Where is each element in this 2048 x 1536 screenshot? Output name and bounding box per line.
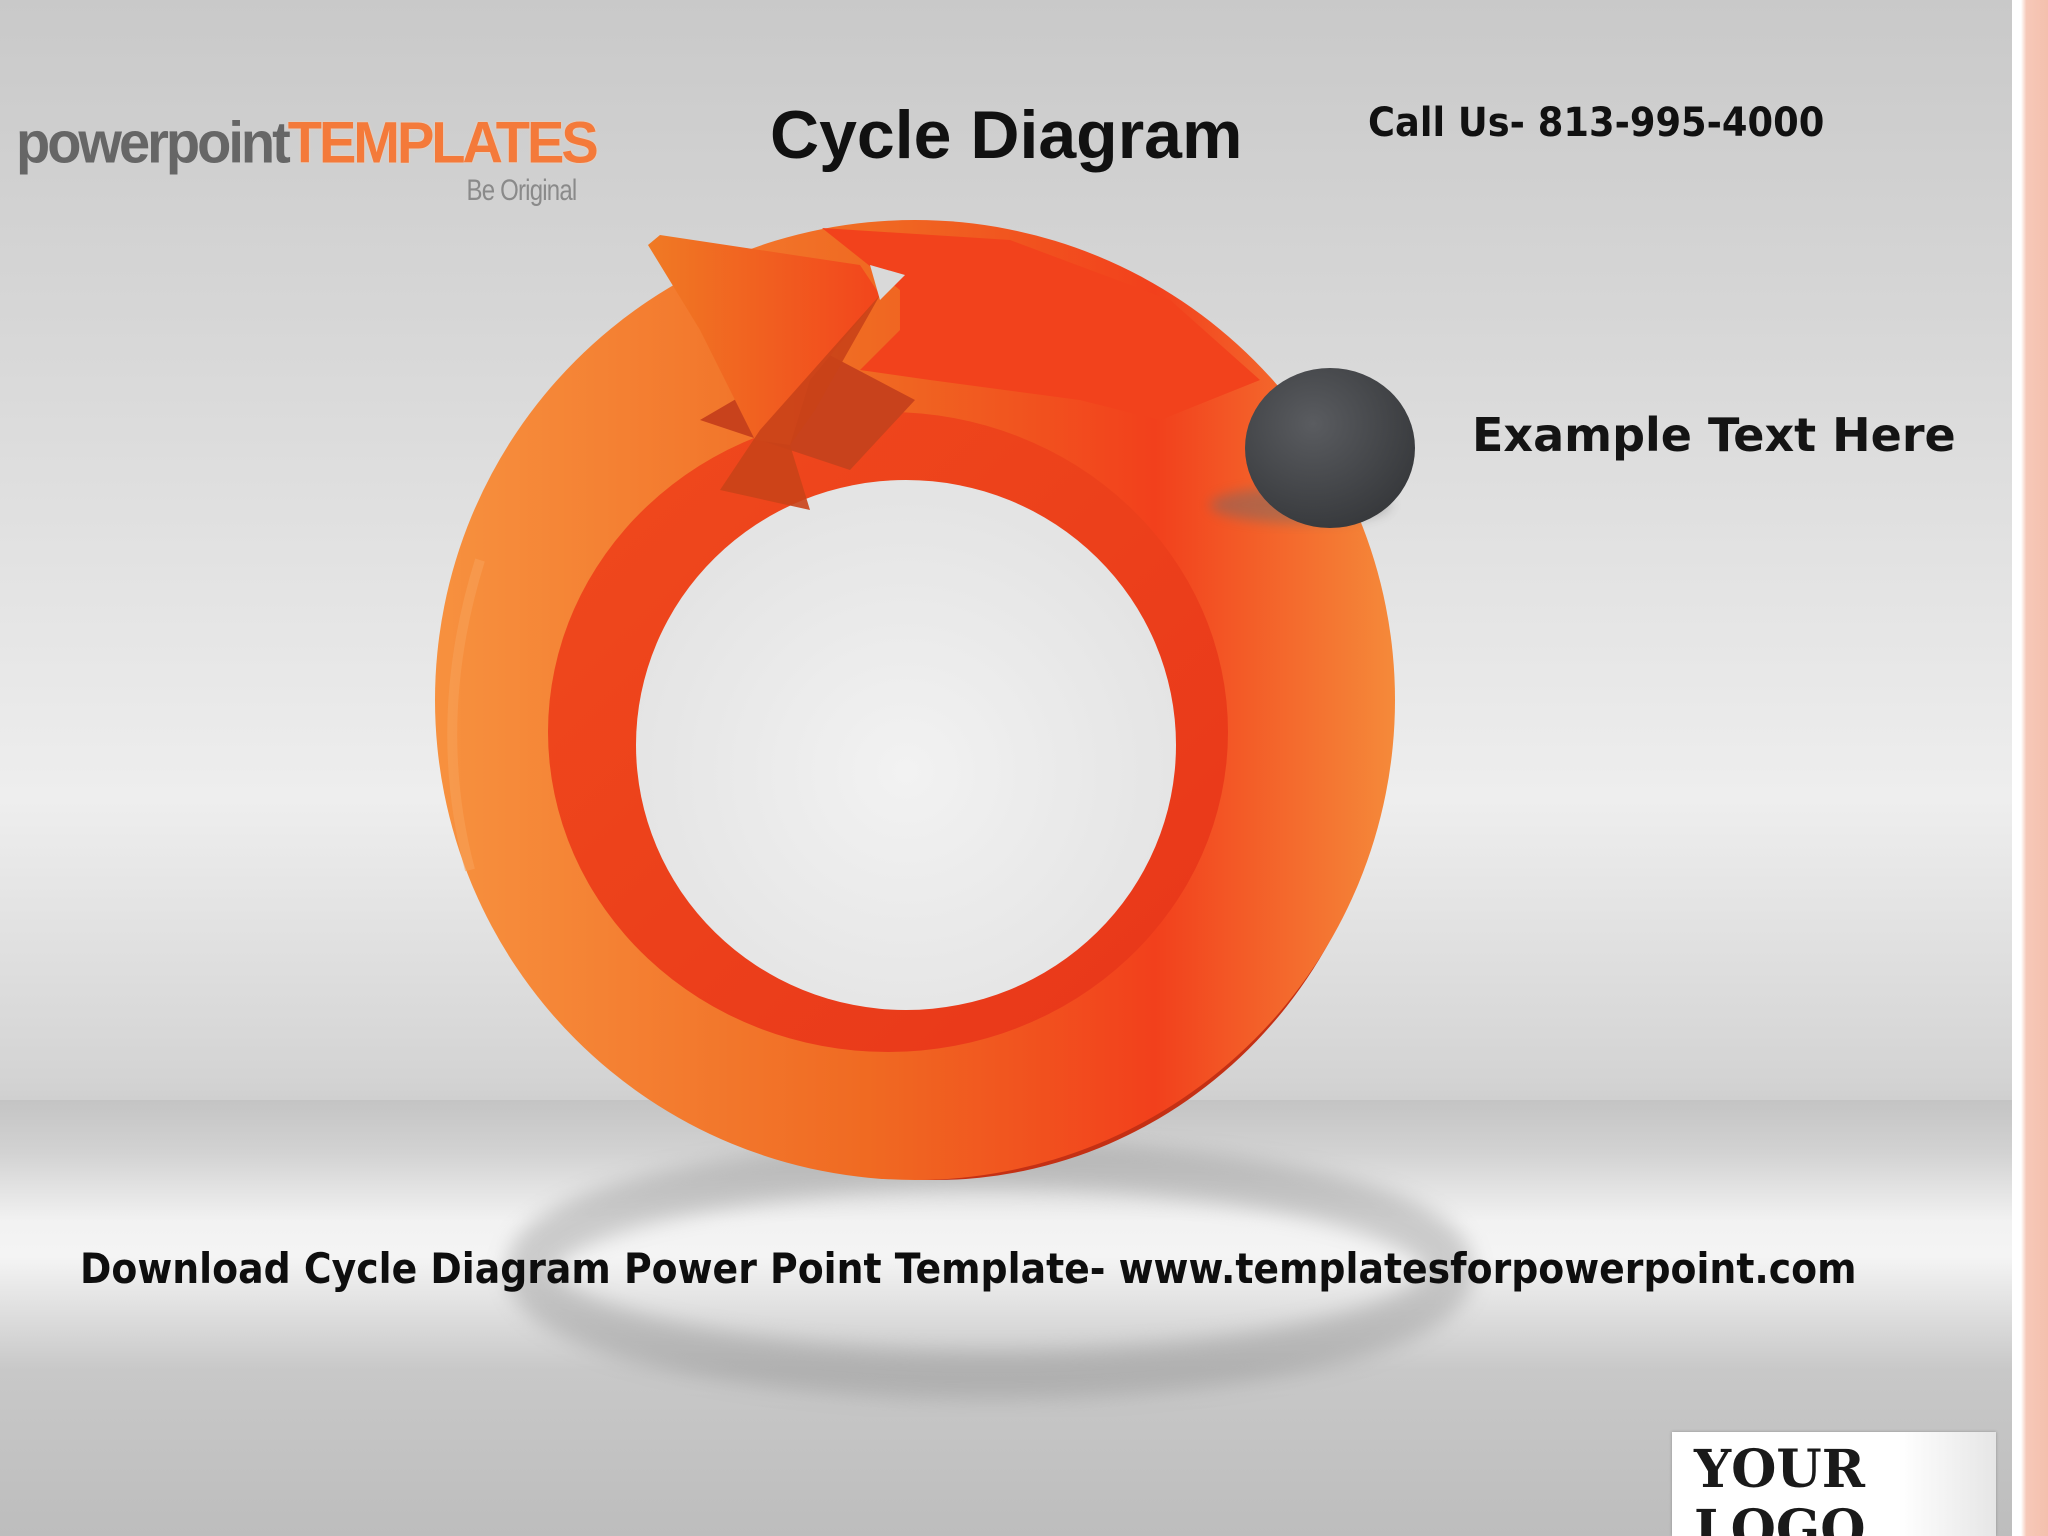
right-edge-strip [2012,0,2048,1536]
example-text-label: Example Text Here [1472,408,1956,462]
brand-tagline: Be Original [466,174,577,207]
brand-wordmark: powerpointTEMPLATES [16,108,599,176]
logo-placeholder: YOUR LOGO [1672,1432,1996,1536]
brand-word-power: powerpoint [16,109,291,176]
arrow-notch [870,265,905,300]
brand-word-templates: TEMPLATES [287,109,599,176]
ring-rim-highlight [447,558,485,872]
arrow-head-left [648,235,880,445]
logo-placeholder-text: YOUR LOGO [1694,1439,1866,1536]
marker-circle [1245,368,1415,528]
footer-download-text: Download Cycle Diagram Power Point Templ… [80,1244,1857,1293]
ring-hole [636,480,1176,1010]
phone-number: Call Us- 813-995-4000 [1368,100,1825,146]
brand-logo: powerpointTEMPLATES Be Original [16,108,599,218]
arrow-head-right [822,228,1260,420]
arrow-head-left-side [720,295,880,510]
slide-title: Cycle Diagram [770,97,1243,173]
